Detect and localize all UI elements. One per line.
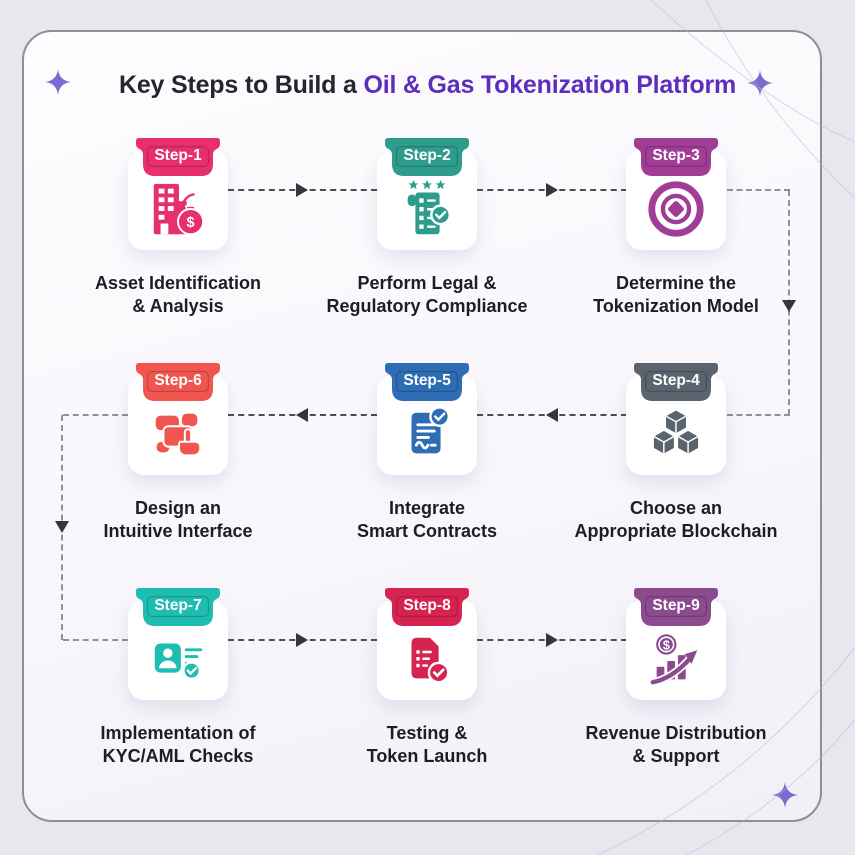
step-badge-label: Step-6 xyxy=(147,371,208,392)
step-label-line: & Analysis xyxy=(132,296,224,317)
page-title: Key Steps to Build a Oil & Gas Tokenizat… xyxy=(0,71,855,100)
step-badge-label: Step-7 xyxy=(147,596,208,617)
step-3-label: Determine the Tokenization Model xyxy=(556,272,796,319)
sparkle-icon xyxy=(45,69,71,95)
sparkle-icon xyxy=(772,782,798,808)
step-label-line: Choose an xyxy=(629,498,722,518)
step-label-line: Revenue Distribution xyxy=(585,723,767,743)
step-label-line: Asset Identification xyxy=(94,273,262,293)
blockchain-cubes-icon xyxy=(652,409,700,456)
step-1-label: Asset Identification & Analysis xyxy=(58,272,298,319)
arrow-right-icon xyxy=(296,183,308,197)
revenue-growth-icon: $ xyxy=(648,634,698,687)
step-2-badge: Step-2 xyxy=(385,138,469,176)
step-label-line: Determine the xyxy=(615,273,737,293)
sparkle-icon xyxy=(747,70,773,96)
step-badge-label: Step-4 xyxy=(645,371,706,392)
step-6-cell: Step-6 Design an Intuitive Interface xyxy=(58,363,298,573)
step-7-cell: Step-7 Implementation of KYC/AML Checks xyxy=(58,588,298,798)
legal-compliance-icon xyxy=(407,179,451,235)
step-label-line: Intuitive Interface xyxy=(103,521,253,542)
step-5-badge: Step-5 xyxy=(385,363,469,401)
step-1-cell: Step-1 $ Asset Identification & Analysis xyxy=(58,138,298,348)
step-badge-label: Step-5 xyxy=(396,371,457,392)
connector-6-7-bottom xyxy=(63,639,128,641)
step-5-cell: Step-5 Integrate Smart Contracts xyxy=(307,363,547,573)
step-2-label: Perform Legal & Regulatory Compliance xyxy=(307,272,547,319)
step-7-badge: Step-7 xyxy=(136,588,220,626)
step-8-cell: Step-8 Testing & Token Launch xyxy=(307,588,547,798)
arrow-left-icon xyxy=(546,408,558,422)
step-label-line: Smart Contracts xyxy=(356,521,498,542)
step-label-line: & Support xyxy=(632,746,720,767)
testing-launch-icon xyxy=(411,637,450,684)
arrow-down-icon xyxy=(55,521,69,533)
step-2-cell: Step-2 Perfo xyxy=(307,138,547,348)
step-5-label: Integrate Smart Contracts xyxy=(307,497,547,544)
step-3-cell: Step-3 Determine the Tokenization Model xyxy=(556,138,796,348)
step-6-badge: Step-6 xyxy=(136,363,220,401)
step-badge-label: Step-2 xyxy=(396,146,457,167)
arrow-right-icon xyxy=(546,183,558,197)
step-4-cell: Step-4 Choose an Appropriate Blockchain xyxy=(556,363,796,573)
connector-6-7-top xyxy=(63,414,128,416)
step-label-line: Design an xyxy=(134,498,222,518)
kyc-aml-icon xyxy=(154,643,203,681)
step-badge-label: Step-1 xyxy=(147,146,208,167)
step-label-line: Appropriate Blockchain xyxy=(574,521,778,542)
step-label-line: Token Launch xyxy=(366,746,488,767)
arrow-down-icon xyxy=(782,300,796,312)
step-9-badge: Step-9 xyxy=(634,588,718,626)
step-7-label: Implementation of KYC/AML Checks xyxy=(58,722,298,769)
step-9-label: Revenue Distribution & Support xyxy=(556,722,796,769)
step-label-line: Integrate xyxy=(388,498,466,518)
step-badge-label: Step-8 xyxy=(396,596,457,617)
arrow-left-icon xyxy=(296,408,308,422)
step-3-badge: Step-3 xyxy=(634,138,718,176)
step-badge-label: Step-9 xyxy=(645,596,706,617)
title-highlight: Oil & Gas Tokenization Platform xyxy=(363,70,737,99)
step-1-badge: Step-1 xyxy=(136,138,220,176)
token-coin-icon xyxy=(648,181,704,237)
arrow-right-icon xyxy=(296,633,308,647)
step-8-badge: Step-8 xyxy=(385,588,469,626)
step-4-badge: Step-4 xyxy=(634,363,718,401)
step-6-label: Design an Intuitive Interface xyxy=(58,497,298,544)
step-9-cell: Step-9 $ Revenue Distribution & Support xyxy=(556,588,796,798)
step-label-line: Tokenization Model xyxy=(593,296,759,317)
step-8-label: Testing & Token Launch xyxy=(307,722,547,769)
step-4-label: Choose an Appropriate Blockchain xyxy=(556,497,796,544)
svg-text:$: $ xyxy=(663,638,670,652)
interface-design-icon xyxy=(155,413,202,457)
step-label-line: Perform Legal & xyxy=(357,273,497,293)
connector-3-4-bottom xyxy=(727,414,790,416)
title-prefix: Key Steps to Build a xyxy=(118,70,357,99)
step-label-line: Implementation of xyxy=(100,723,256,743)
building-money-icon: $ xyxy=(153,183,205,236)
step-label-line: Testing & xyxy=(386,723,468,743)
step-label-line: KYC/AML Checks xyxy=(102,746,254,767)
step-label-line: Regulatory Compliance xyxy=(326,296,528,317)
svg-text:$: $ xyxy=(187,215,195,231)
smart-contract-icon xyxy=(411,406,451,454)
step-badge-label: Step-3 xyxy=(645,146,706,167)
arrow-right-icon xyxy=(546,633,558,647)
